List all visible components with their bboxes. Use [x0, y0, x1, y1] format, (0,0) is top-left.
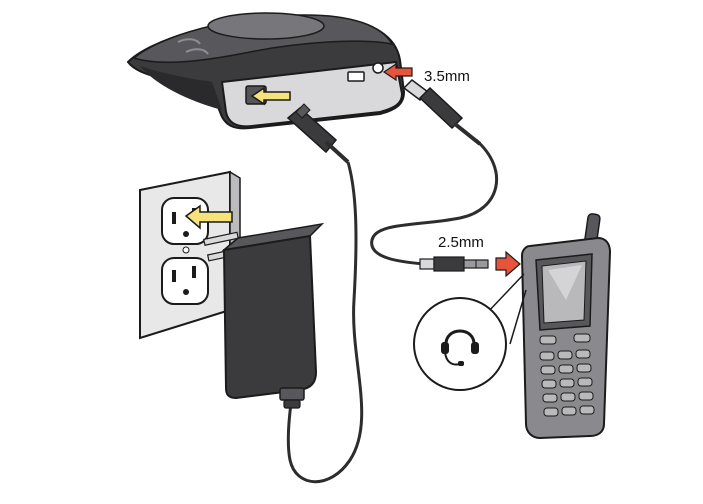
label-3-5mm: 3.5mm	[424, 68, 470, 85]
cable-base-to-adapter	[286, 161, 364, 484]
power-adapter	[203, 222, 325, 409]
arrow-into-outlet	[184, 204, 233, 230]
power-plug-connector	[286, 103, 350, 164]
arrow-2-5mm-port	[495, 250, 521, 278]
label-2-5mm: 2.5mm	[438, 234, 484, 251]
mobile-phone	[520, 213, 612, 440]
arrow-3-5mm-port	[382, 62, 413, 82]
speakerphone-base	[126, 12, 406, 130]
cable-base-to-phone	[370, 138, 499, 266]
jack-2-5mm-plug	[419, 256, 489, 272]
jack-3-5mm-plug	[402, 79, 482, 146]
headset-icon	[441, 329, 479, 366]
headset-callout	[413, 273, 527, 391]
arrow-into-base	[250, 86, 291, 106]
